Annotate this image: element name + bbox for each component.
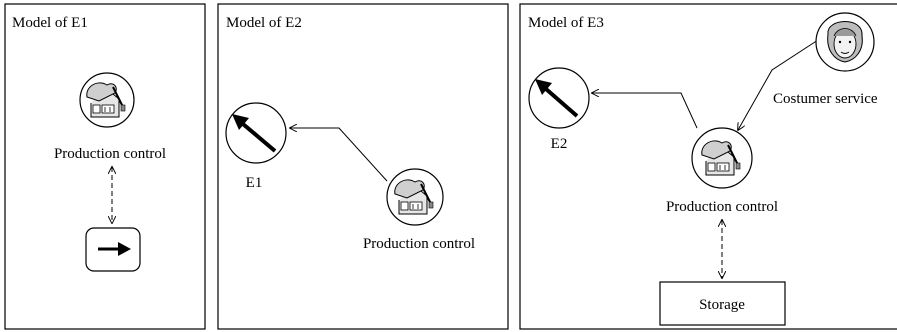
panel-model-e3: Model of E3 E2 Costumer service [519,3,897,330]
customer-service-label: Costumer service [773,91,878,107]
storage-label: Storage [699,297,745,313]
component-node[interactable] [85,227,141,272]
e1-label: E1 [246,175,263,191]
panel-title: Model of E2 [226,15,302,31]
panel-frame [217,3,509,330]
customer-service-node[interactable]: Costumer service [773,12,878,107]
production-control-node[interactable]: Production control [363,168,475,252]
production-control-node[interactable]: Production control [54,72,166,162]
panel-frame [519,3,897,330]
connector-line [290,128,388,182]
production-control-label: Production control [666,199,778,215]
panel-model-e2: Model of E2 E1 Production control [217,3,509,330]
panel-model-e1: Model of E1 Production control [4,3,206,330]
e2-label: E2 [551,136,568,152]
panel-frame [4,3,206,330]
person-icon [827,21,863,63]
arrow-icon [232,114,277,153]
e1-node[interactable]: E1 [225,102,287,191]
right-arrow-icon [98,242,131,256]
storage-box [659,281,786,326]
storage-node[interactable]: Storage [659,281,786,326]
production-control-label: Production control [54,146,166,162]
panel-title: Model of E3 [528,15,604,31]
arrow-icon [535,79,579,118]
production-control-node[interactable]: Production control [666,127,778,215]
connector-line [592,93,698,129]
panel-title: Model of E1 [12,15,88,31]
e2-node[interactable]: E2 [528,67,590,152]
production-control-label: Production control [363,236,475,252]
connector-line [738,39,819,130]
